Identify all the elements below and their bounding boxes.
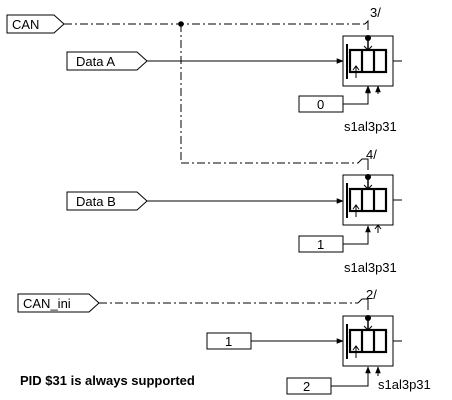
data-b-label: Data B: [76, 194, 116, 209]
event-connectors: [357, 19, 369, 170]
constant-4-line: [331, 366, 371, 387]
constant-2-value: 1: [317, 237, 324, 252]
pid-note: PID $31 is always supported: [20, 373, 195, 388]
function-block-1[interactable]: [342, 35, 402, 94]
can-signal-line: [64, 23, 365, 164]
junction-dot: [178, 21, 184, 27]
constant-4-value: 2: [303, 379, 310, 394]
event-label-3: 3/: [370, 5, 381, 20]
can-ini-label: CAN_ini: [23, 296, 71, 311]
can-input-port[interactable]: CAN: [6, 14, 65, 34]
event-label-4: 4/: [366, 147, 377, 162]
data-a-label: Data A: [76, 54, 115, 69]
function-block-3[interactable]: [342, 315, 402, 367]
constant-block-2[interactable]: 1: [298, 235, 344, 253]
event-connector-2: [357, 298, 369, 310]
data-b-input-port[interactable]: Data B: [66, 191, 148, 211]
data-a-input-port[interactable]: Data A: [66, 51, 148, 71]
function-block-2[interactable]: [342, 174, 402, 233]
constant-block-1[interactable]: 0: [298, 95, 344, 113]
block-2-name: s1al3p31: [344, 260, 397, 275]
block-3-name: s1al3p31: [378, 377, 431, 392]
constant-block-3-bottom[interactable]: 2: [286, 377, 332, 395]
constant-3-value: 1: [225, 334, 232, 349]
block-1-name: s1al3p31: [344, 119, 397, 134]
constant-1-value: 0: [317, 97, 324, 112]
event-label-2: 2/: [366, 287, 377, 302]
constant-block-3-input[interactable]: 1: [206, 332, 252, 350]
can-ini-input-port[interactable]: CAN_ini: [17, 293, 100, 313]
can-label: CAN: [12, 17, 39, 32]
constant-1-line: [343, 86, 371, 105]
constant-2-line: [343, 225, 371, 245]
